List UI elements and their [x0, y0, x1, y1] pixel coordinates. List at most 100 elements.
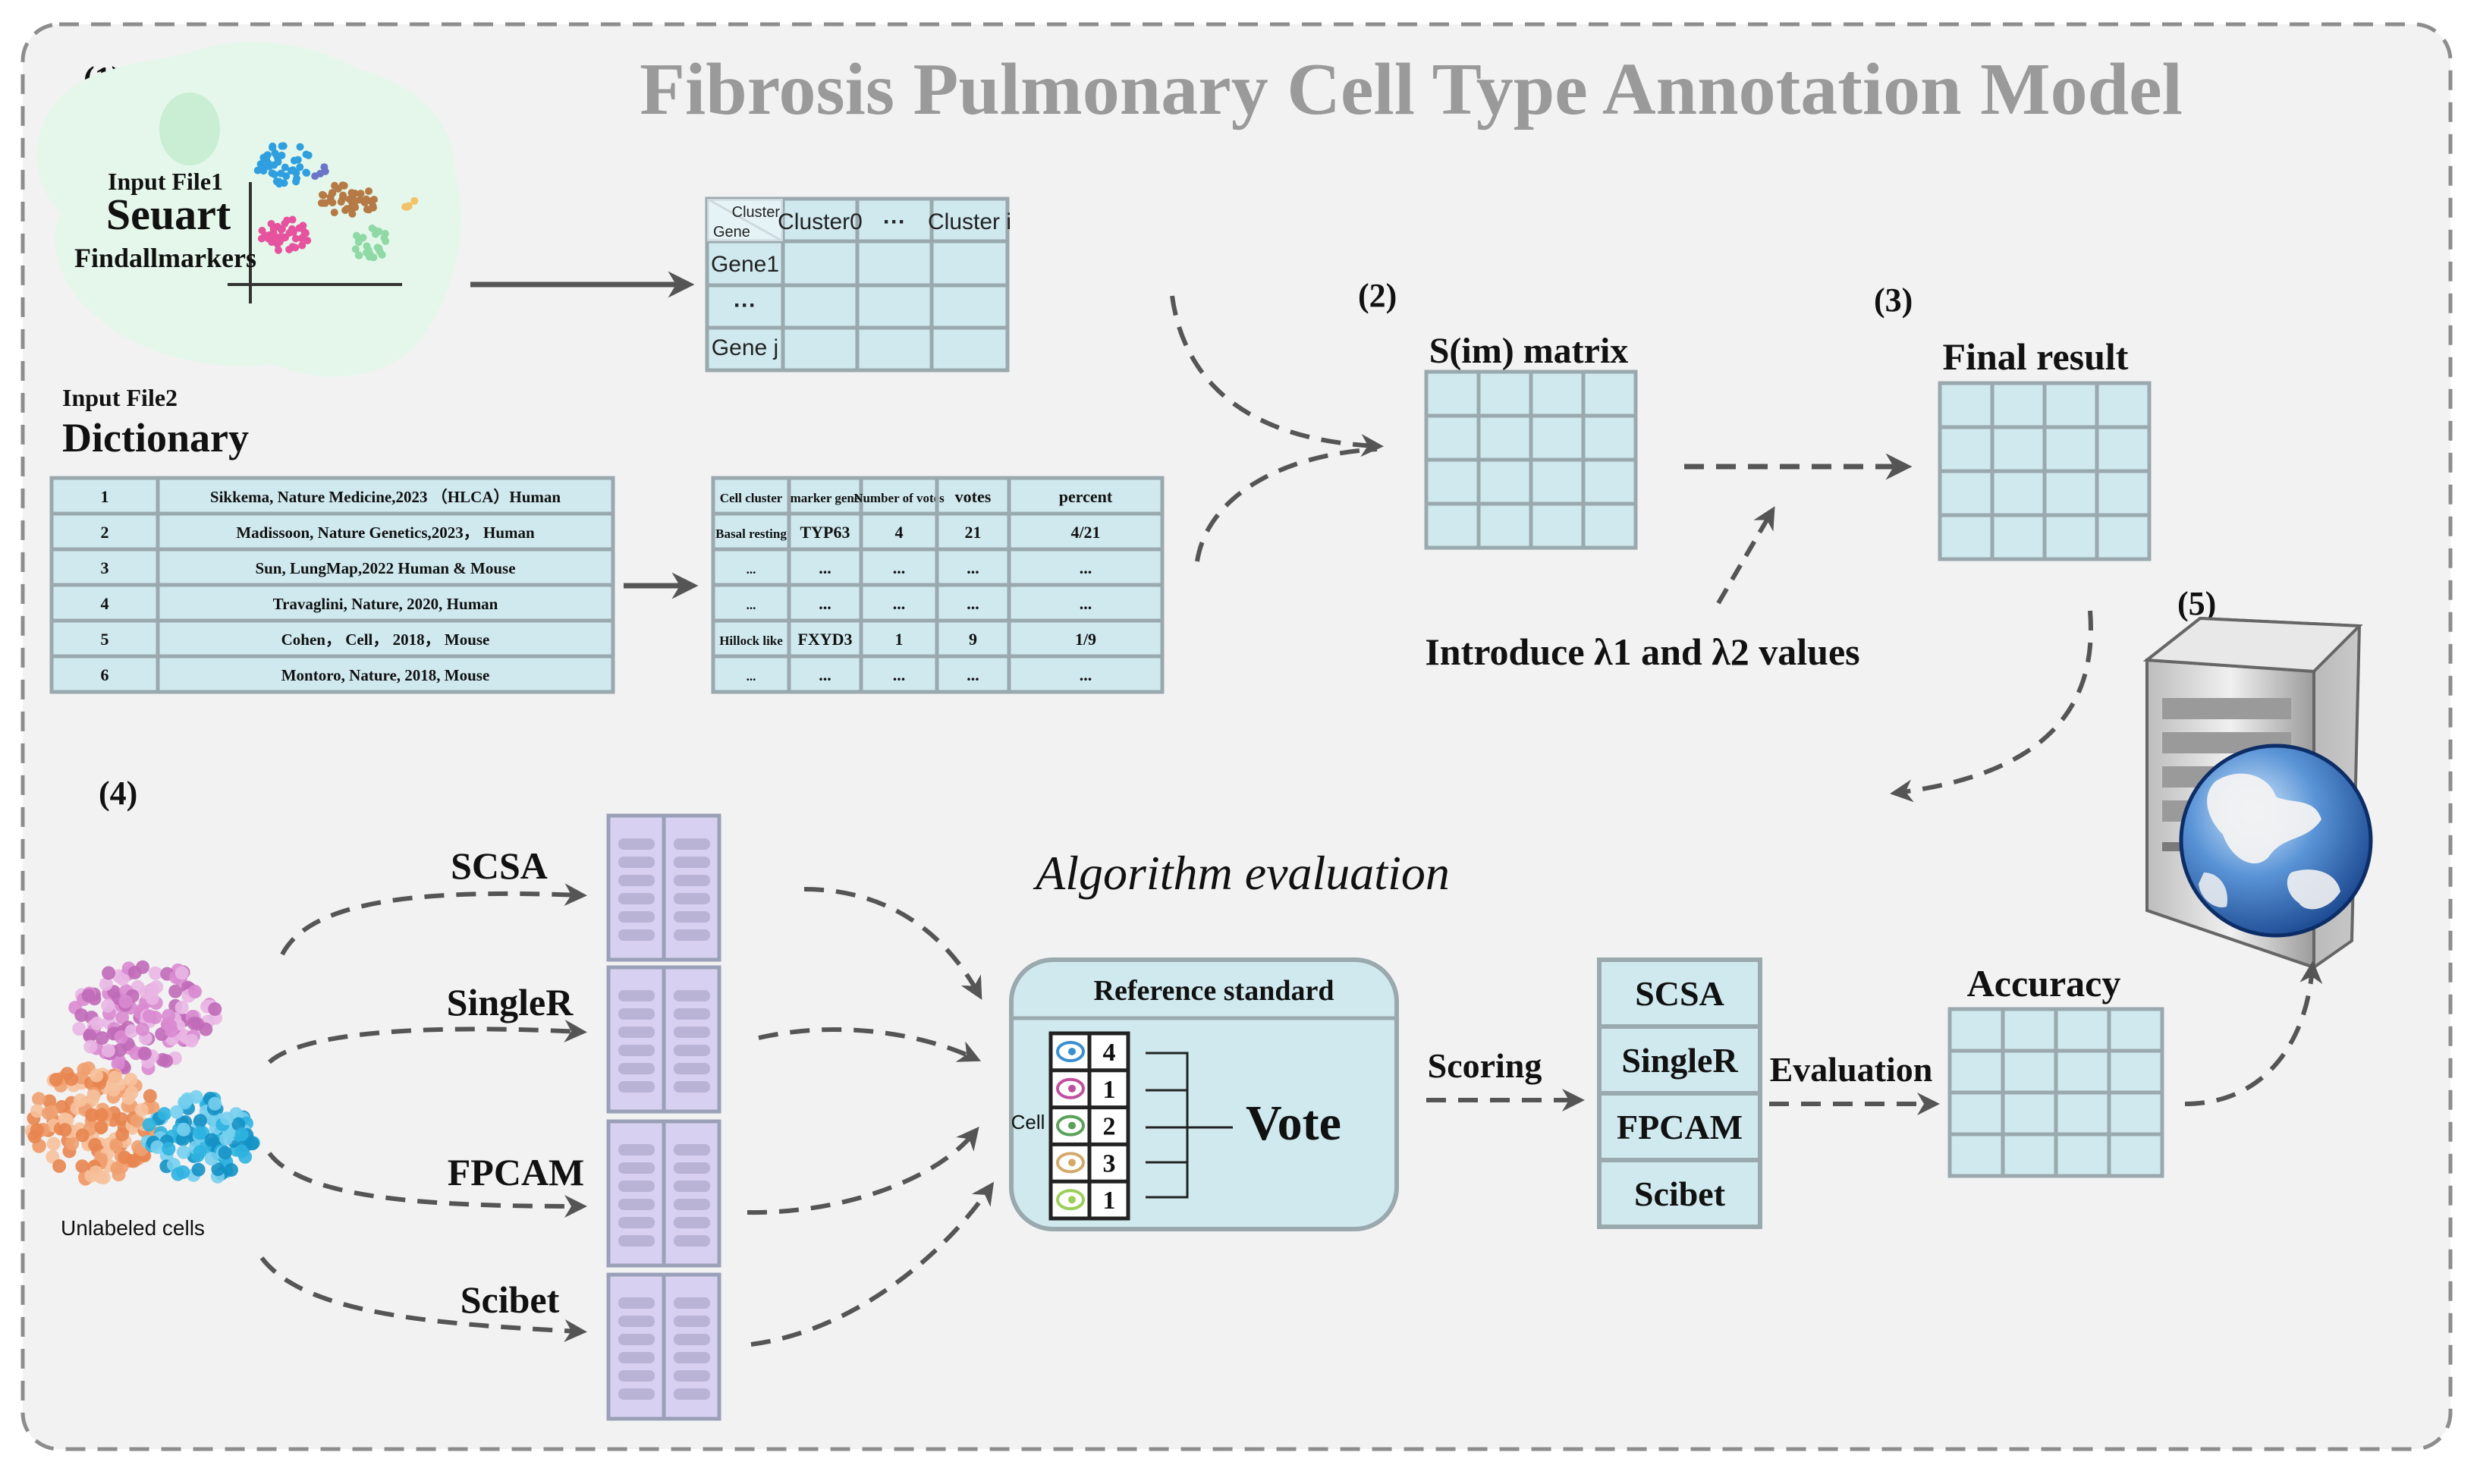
marker-table-header-2: Cluster i	[928, 209, 1011, 234]
votes-table-cell: ...	[967, 594, 979, 613]
votes-table-cell: ...	[747, 562, 756, 577]
arrow-cells-to-scibet	[259, 1256, 587, 1342]
votes-table-cell: Basal resting	[715, 527, 787, 541]
votes-table-cell: Hillock like	[719, 634, 783, 648]
dictionary-table: 1 Sikkema, Nature Medicine,2023 （HLCA）Hum…	[49, 476, 615, 694]
algorithm-evaluation-label: Algorithm evaluation	[1033, 846, 1450, 900]
method-server	[606, 1272, 721, 1421]
arrow-cells-to-fpcam	[267, 1152, 587, 1218]
votes-table-cell: ...	[819, 558, 831, 577]
method-server	[606, 1119, 721, 1268]
marker-table-row-0: Gene1	[711, 252, 779, 277]
marker-table	[705, 197, 1010, 373]
method-servers	[606, 813, 721, 1421]
server-globe-icon	[2142, 616, 2373, 970]
step-label-2: (2)	[1358, 277, 1397, 314]
accuracy-label: Accuracy	[1967, 962, 2121, 1005]
votes-table-cell: ...	[967, 558, 979, 577]
arrow-final-to-evaluation	[1890, 610, 2093, 803]
votes-table-cell: ...	[1080, 665, 1092, 684]
votes-table-cell: 1	[895, 630, 904, 649]
arrow-marker-to-sim	[1170, 295, 1384, 457]
final-result-grid	[1938, 381, 2152, 561]
reference-vote-count: 1	[1103, 1187, 1116, 1215]
dictionary-row-source: Sikkema, Nature Medicine,2023 （HLCA）Huma…	[210, 488, 561, 506]
dictionary-row-source: Madissoon, Nature Genetics,2023， Human	[236, 523, 535, 542]
votes-table-cell: 1/9	[1075, 630, 1096, 649]
arrow-lambda-up	[1716, 506, 1775, 605]
votes-table-cell: ...	[747, 669, 756, 684]
votes-table-cell: ...	[747, 598, 756, 612]
votes-table-cell: 21	[965, 523, 982, 542]
final-result-label: Final result	[1943, 335, 2129, 378]
dictionary-row-number: 3	[101, 558, 109, 577]
dictionary-row-number: 2	[101, 523, 109, 542]
dictionary-row-source: Travaglini, Nature, 2020, Human	[273, 595, 498, 613]
method-server	[606, 813, 721, 962]
votes-table-header: percent	[1059, 487, 1113, 506]
marker-table-corner-top: Cluster	[732, 204, 781, 221]
votes-table-cell: 4/21	[1070, 523, 1100, 542]
votes-table-cell: ...	[893, 594, 906, 613]
method-score-column: SCSA SingleR FPCAM Scibet	[1597, 957, 1762, 1229]
input1-title: Seuart	[106, 190, 231, 239]
marker-table-header-1: ···	[883, 209, 906, 234]
diagram-title: Fibrosis Pulmonary Cell Type Annotation …	[640, 49, 2183, 130]
marker-table-row-2: Gene j	[712, 335, 778, 360]
accuracy-grid	[1947, 1007, 2164, 1178]
votes-table-cell: ...	[1080, 558, 1092, 577]
dictionary-row-source: Montoro, Nature, 2018, Mouse	[281, 666, 490, 684]
unlabeled-cells-label: Unlabeled cells	[61, 1216, 205, 1240]
arrow-scsa-to-reference	[803, 887, 982, 1000]
method-label-scsa: SCSA	[451, 844, 548, 887]
votes-table-cell: FXYD3	[797, 630, 852, 649]
votes-table-cell: ...	[819, 594, 831, 613]
votes-table-cell: ...	[893, 558, 906, 577]
arrow-fpcam-to-reference	[747, 1127, 979, 1215]
score-method-name: SCSA	[1635, 974, 1724, 1013]
dictionary-row-source: Sun, LungMap,2022 Human & Mouse	[255, 559, 515, 577]
evaluation-label: Evaluation	[1770, 1050, 1933, 1089]
votes-table-cell: ...	[1080, 594, 1092, 613]
reference-standard-title: Reference standard	[1094, 975, 1334, 1007]
votes-table-cell: ...	[893, 665, 906, 684]
dictionary-row-number: 4	[101, 594, 109, 613]
reference-vote-count: 3	[1103, 1149, 1116, 1177]
votes-table-cell: TYP63	[800, 523, 850, 542]
dictionary-row-number: 6	[101, 665, 109, 684]
scoring-label: Scoring	[1428, 1046, 1542, 1085]
dictionary-row-number: 1	[101, 487, 109, 506]
score-method-name: SingleR	[1621, 1041, 1738, 1080]
arrow-accuracy-to-server	[2184, 961, 2323, 1106]
reference-cell-label: Cell	[1011, 1111, 1045, 1133]
votes-table-header: Number of votes	[853, 491, 945, 505]
votes-table-cell: ...	[819, 665, 831, 684]
input2-label: Input File2	[62, 384, 178, 411]
reference-vote-count: 4	[1103, 1039, 1116, 1067]
score-method-name: Scibet	[1634, 1174, 1726, 1213]
votes-table-header: marker gene	[791, 491, 860, 505]
arrow-votes-to-sim	[1195, 447, 1378, 562]
score-method-name: FPCAM	[1617, 1108, 1743, 1146]
reference-vote-label: Vote	[1246, 1096, 1341, 1151]
step-label-4: (4)	[99, 775, 137, 812]
votes-table-cell: 9	[969, 630, 977, 649]
dictionary-row-source: Cohen， Cell， 2018， Mouse	[281, 630, 490, 649]
dictionary-row-number: 5	[101, 630, 109, 649]
seurat-cloud-illustration	[36, 42, 461, 377]
reference-vote-count: 1	[1103, 1076, 1116, 1104]
marker-table-row-1: ···	[734, 293, 756, 318]
input2-title: Dictionary	[62, 415, 249, 461]
method-server	[606, 965, 721, 1114]
input1-label: Input File1	[108, 168, 223, 195]
step-label-5: (5)	[2177, 585, 2216, 622]
votes-table-header: votes	[955, 487, 992, 506]
marker-table-header-0: Cluster0	[778, 209, 863, 234]
sim-matrix-label: S(im) matrix	[1429, 331, 1629, 371]
unlabeled-cells-scatter	[24, 960, 260, 1186]
arrow-scibet-to-reference	[750, 1181, 995, 1347]
